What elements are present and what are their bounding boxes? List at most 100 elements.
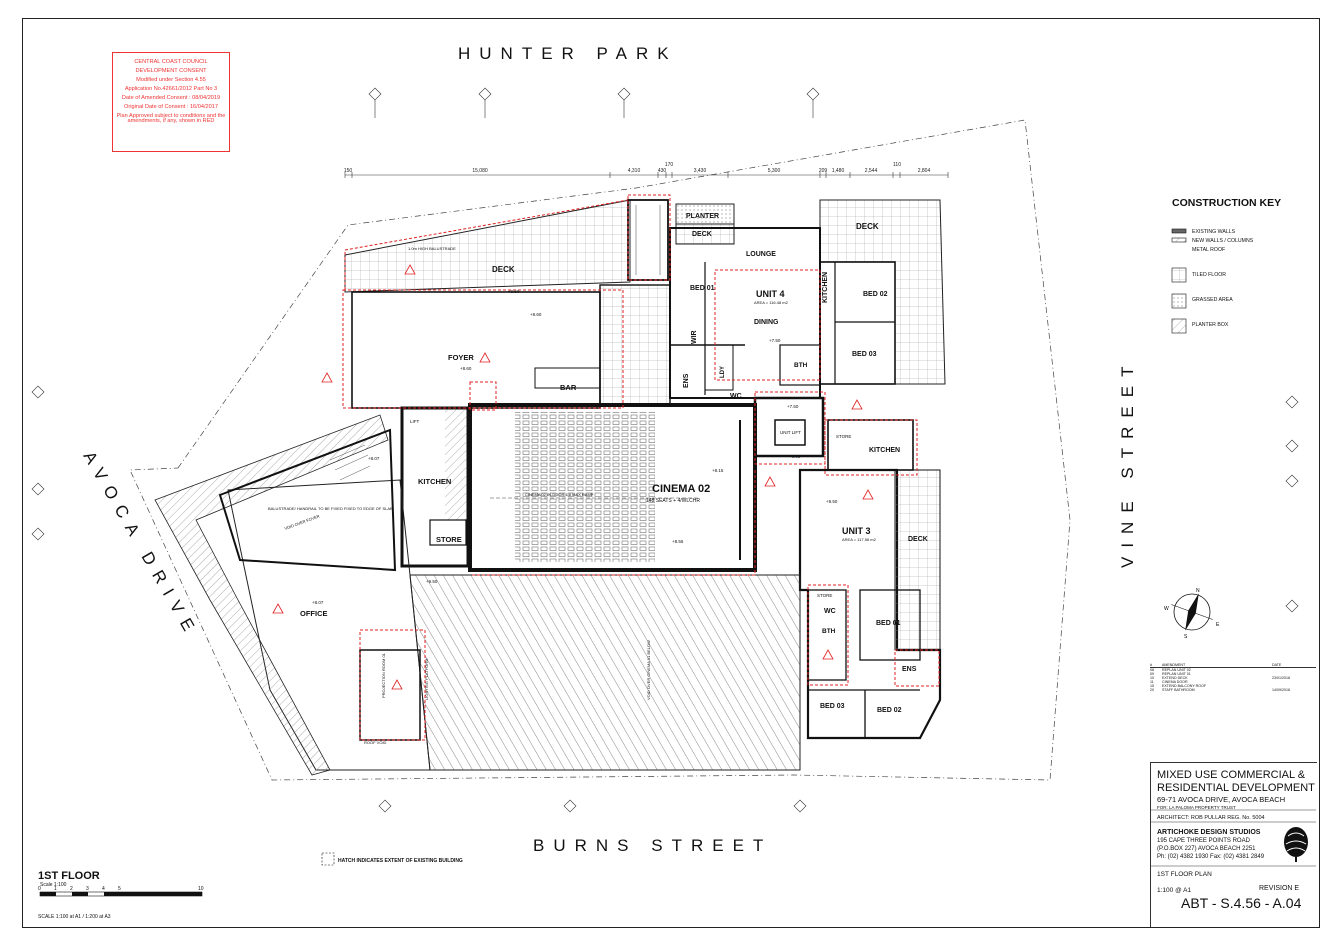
label-wir: WIR	[691, 330, 698, 344]
consent-line: CENTRAL COAST COUNCIL	[134, 59, 208, 66]
rev-cell: STAFF BATHROOM	[1162, 688, 1195, 692]
rev-cell: REPLAN UNIT 02	[1162, 668, 1191, 672]
drawing-number: ABT - S.4.56 - A.04	[1181, 895, 1302, 911]
level-mark: +8.07	[312, 600, 324, 605]
project-client: FOR: LA PALOMA PROPERTY TRUST	[1157, 805, 1236, 810]
construction-key-swatches	[1171, 228, 1187, 334]
revision-header: # AMENDMENT DATE	[1150, 663, 1316, 668]
rev-cell: 14/09/2018	[1272, 688, 1290, 692]
revision-row: 15 EXTEND BALCONY ROOF	[1150, 684, 1316, 688]
firm-name: ARTICHOKE DESIGN STUDIOS	[1157, 829, 1261, 836]
firm-address-1: 195 CAPE THREE POINTS ROAD	[1157, 838, 1250, 844]
rev-cell: 11	[1150, 680, 1154, 684]
floor-scale: Scale 1:100	[40, 882, 67, 888]
dim-label: 150	[344, 168, 353, 174]
rev-cell: 09	[1150, 672, 1154, 676]
rev-cell: 23/01/2018	[1272, 676, 1290, 680]
level-mark: +9.50	[508, 289, 520, 294]
scale-tick: 1	[54, 886, 57, 892]
level-mark: +9.50	[826, 499, 838, 504]
label-bed01-u4: BED 01	[690, 285, 715, 292]
label-deck-ne: DECK	[856, 222, 879, 231]
label-store-u3: STORE	[836, 434, 851, 439]
revision-row: 09 REPLAN UNIT 01	[1150, 672, 1316, 676]
rev-col: #	[1150, 663, 1152, 667]
label-kitchen: KITCHEN	[418, 477, 451, 486]
dim-label: 110	[893, 162, 901, 168]
label-void-note: VOID OVER CINEMA 01 BELOW	[646, 640, 651, 700]
dim-label: 5,300	[768, 168, 781, 174]
rev-cell: REPLAN UNIT 01	[1162, 672, 1191, 676]
label-bed03-u4: BED 03	[852, 351, 877, 358]
label-planter: PLANTER	[686, 213, 719, 220]
scale-tick: 10	[198, 886, 204, 892]
drawing-revision: REVISION E	[1259, 885, 1300, 892]
consent-line: Modified under Section 4.55	[136, 77, 206, 84]
key-tiled-floor: TILED FLOOR	[1192, 272, 1227, 278]
level-mark: +8.15	[712, 468, 724, 473]
label-unit3: UNIT 3	[842, 526, 871, 536]
consent-line: Date of Amended Consent : 08/04/2019	[121, 94, 221, 101]
hatch-note: HATCH INDICATES EXTENT OF EXISTING BUILD…	[338, 858, 463, 864]
drawing-title: 1ST FLOOR PLAN	[1157, 871, 1212, 878]
label-ldy: LDY	[720, 366, 726, 378]
consent-line: Original Date of Consent : 16/04/2017	[124, 103, 218, 110]
firm-address-2: (P.O.BOX 227) AVOCA BEACH 2251	[1157, 846, 1256, 852]
label-deck-u3: DECK	[908, 536, 928, 543]
rev-cell: 20	[1150, 688, 1154, 692]
label-kitchen-u3: KITCHEN	[869, 447, 900, 454]
level-mark: +8.07	[368, 456, 380, 461]
label-deck-north: DECK	[492, 265, 515, 274]
scale-note: SCALE 1:100 at A1 / 1:200 at A3	[38, 914, 111, 920]
title-block: MIXED USE COMMERCIAL & RESIDENTIAL DEVEL…	[1150, 762, 1317, 927]
scale-tick: 4	[102, 886, 105, 892]
level-mark: +8.05	[789, 454, 801, 459]
dim-label: 15,080	[472, 168, 488, 174]
dim-label: 2,804	[918, 168, 931, 174]
key-new-walls: NEW WALLS / COLUMNS	[1192, 238, 1254, 244]
consent-line: DEVELOPMENT CONSENT	[135, 68, 207, 75]
rev-cell: 15	[1150, 684, 1154, 688]
label-bed02-u3: BED 02	[877, 707, 902, 714]
label-cinema-ramp: CINEMA 02 IN-DOOR 1:8 MAX RAMP	[525, 492, 594, 497]
level-mark: +7.50	[769, 338, 781, 343]
label-lounge: LOUNGE	[746, 251, 776, 258]
label-kitchen-u4: KITCHEN	[822, 272, 829, 303]
dim-label: 170	[665, 162, 674, 168]
firm-phone: Ph: (02) 4382 1930 Fax: (02) 4381 2849	[1157, 854, 1265, 860]
scale-bar: 0 1 2 3 4 5 10	[38, 886, 204, 897]
council-consent-stamp: CENTRAL COAST COUNCIL DEVELOPMENT CONSEN…	[112, 52, 230, 152]
dim-label: 1,480	[832, 168, 845, 174]
dim-label: 209	[819, 168, 828, 174]
consent-line: Application No.42661/2012 Part No 3	[124, 85, 218, 92]
label-deck-unit4-top: DECK	[692, 231, 712, 238]
scale-tick: 0	[38, 886, 41, 892]
architect: ARCHITECT: ROB PULLAR REG. No. 5004	[1157, 815, 1265, 821]
key-existing-walls: EXISTING WALLS	[1192, 229, 1236, 235]
compass-e: E	[1216, 622, 1220, 628]
level-mark: +8.55	[672, 539, 684, 544]
level-mark: +9.50	[426, 579, 438, 584]
label-unit-lift: UNIT LIFT	[780, 430, 801, 435]
scale-tick: 2	[70, 886, 73, 892]
level-mark: +7.50	[787, 404, 799, 409]
label-unit3-area: AREA = 117.56 m2	[842, 537, 877, 542]
compass-n: N	[1196, 588, 1200, 594]
label-store-u3b: STORE	[817, 593, 832, 598]
label-lift: LIFT	[410, 419, 420, 424]
level-mark: +8.60	[460, 366, 472, 371]
compass-w: W	[1164, 606, 1169, 612]
label-balustrade-top: 1.0m HIGH BALUSTRADE	[408, 246, 456, 251]
dim-label: 430	[658, 168, 667, 174]
scale-tick: 3	[86, 886, 89, 892]
north-arrow: N E S W	[1164, 588, 1220, 640]
label-ens-u3: ENS	[902, 666, 917, 673]
rev-cell: EXTEND BALCONY ROOF	[1162, 684, 1207, 688]
label-wc-u4: WC	[730, 393, 742, 400]
artichoke-logo	[1284, 827, 1308, 862]
label-roof-void: ROOF VOID	[364, 740, 387, 745]
project-title-1: MIXED USE COMMERCIAL &	[1157, 769, 1306, 781]
rev-cell: 10	[1150, 676, 1154, 680]
